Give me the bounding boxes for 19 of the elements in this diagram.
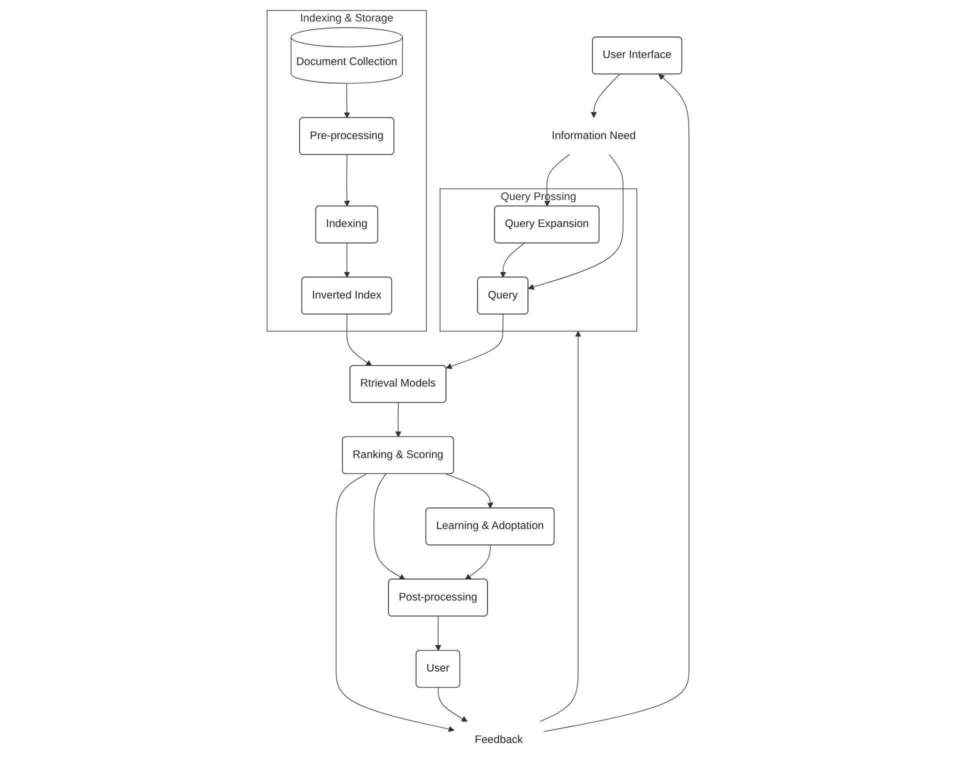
arrow <box>336 474 454 732</box>
arrow <box>438 687 468 722</box>
arrow <box>374 474 406 580</box>
arrow <box>465 544 491 580</box>
arrow <box>395 402 402 438</box>
arrow <box>435 616 442 651</box>
node-text: Feedback <box>474 734 523 746</box>
arrow <box>446 314 504 370</box>
arrow <box>344 154 350 207</box>
arrow <box>344 83 350 118</box>
arrow <box>446 474 494 509</box>
arrow <box>346 314 372 366</box>
arrow <box>528 154 624 290</box>
arrow <box>540 330 582 722</box>
arrow <box>344 242 350 278</box>
arrow <box>543 74 690 732</box>
arrow <box>590 74 620 118</box>
node-text: Information Need <box>552 130 636 142</box>
arrow <box>500 242 525 278</box>
